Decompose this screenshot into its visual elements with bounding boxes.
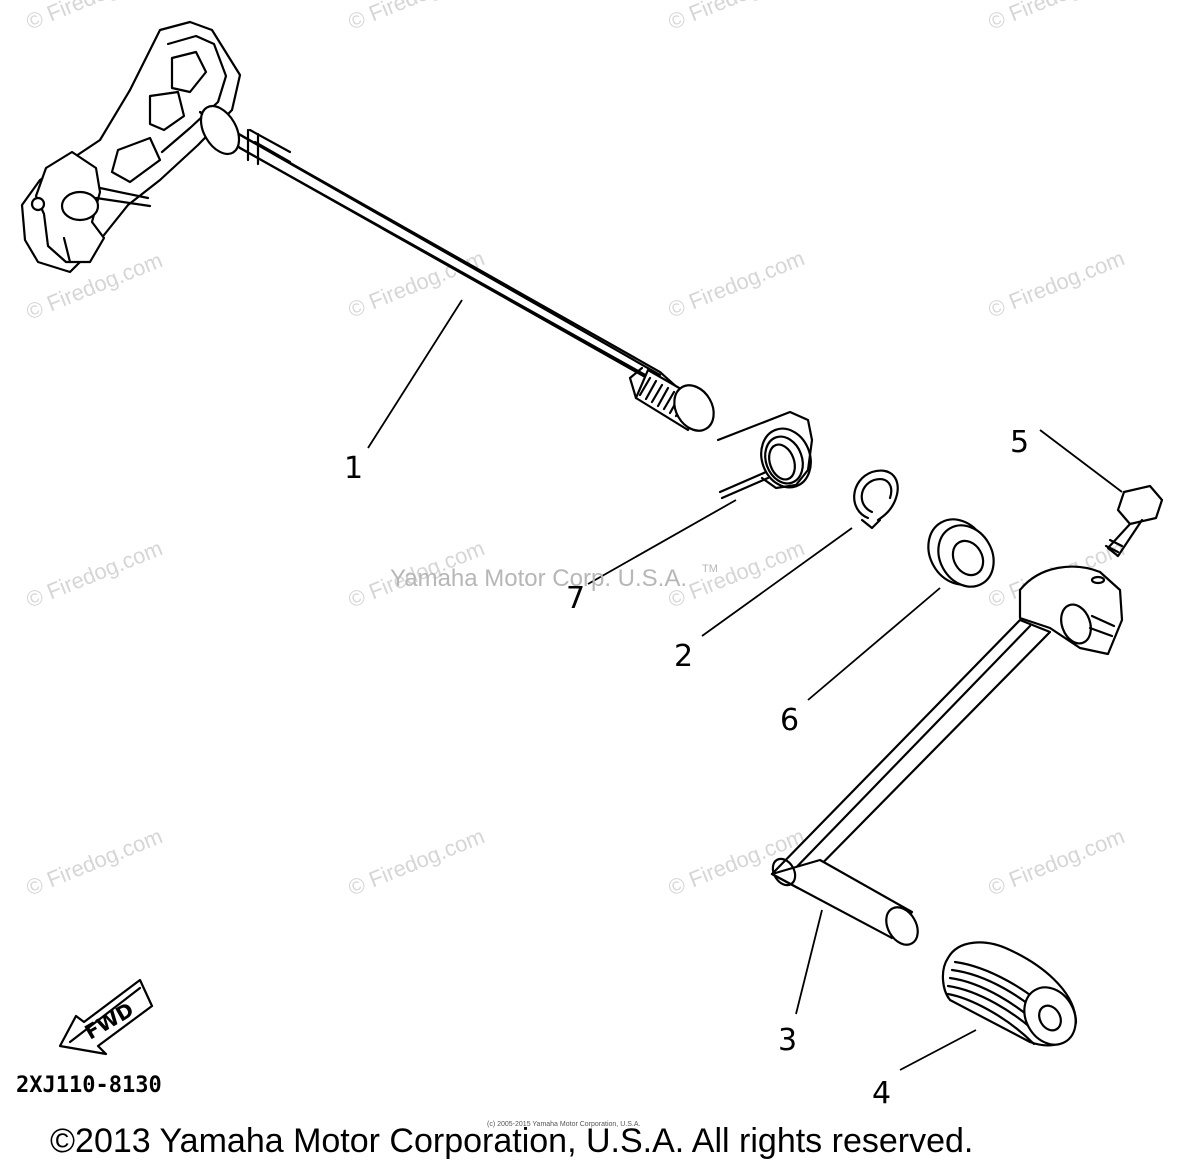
bolt-part-5: [1104, 484, 1164, 558]
part-label-2: 2: [674, 639, 693, 674]
oil-seal-part-6: [927, 518, 995, 588]
watermark: © Firedog.com: [345, 0, 488, 35]
part-label-4: 4: [872, 1076, 891, 1111]
part-labels: 1 2 3 4 5 6 7: [344, 425, 1029, 1111]
leader-lines: [367, 299, 1123, 1071]
shift-shaft-part-1: [20, 20, 715, 432]
watermark: © Firedog.com: [665, 0, 808, 35]
part-label-7: 7: [566, 581, 585, 616]
pedal-rubber-part-4: [941, 941, 1078, 1047]
center-watermark-tm: TM: [702, 563, 718, 575]
watermark: © Firedog.com: [665, 245, 808, 322]
watermark: © Firedog.com: [985, 823, 1128, 900]
watermark: © Firedog.com: [985, 0, 1128, 35]
watermark: © Firedog.com: [985, 245, 1128, 322]
part-label-3: 3: [778, 1023, 797, 1058]
watermark: © Firedog.com: [345, 245, 488, 322]
part-label-1: 1: [344, 451, 363, 486]
fwd-arrow: FWD: [58, 978, 154, 1056]
watermark: © Firedog.com: [23, 535, 166, 612]
watermark: © Firedog.com: [23, 823, 166, 900]
watermark: © Firedog.com: [345, 823, 488, 900]
part-label-5: 5: [1010, 425, 1029, 460]
diagram-code: 2XJ110-8130: [16, 1073, 162, 1098]
shift-pedal-part-3: [770, 565, 1124, 946]
part-label-6: 6: [780, 703, 799, 738]
center-watermark: Yamaha Motor Corp. U.S.A.: [390, 565, 687, 592]
copyright-notice: ©2013 Yamaha Motor Corporation, U.S.A. A…: [50, 1122, 973, 1160]
watermark: © Firedog.com: [23, 0, 166, 35]
return-spring-part-7: [716, 410, 814, 500]
circlip-part-2: [853, 469, 899, 530]
small-copyright: (c) 2005-2015 Yamaha Motor Corporation, …: [487, 1121, 640, 1128]
